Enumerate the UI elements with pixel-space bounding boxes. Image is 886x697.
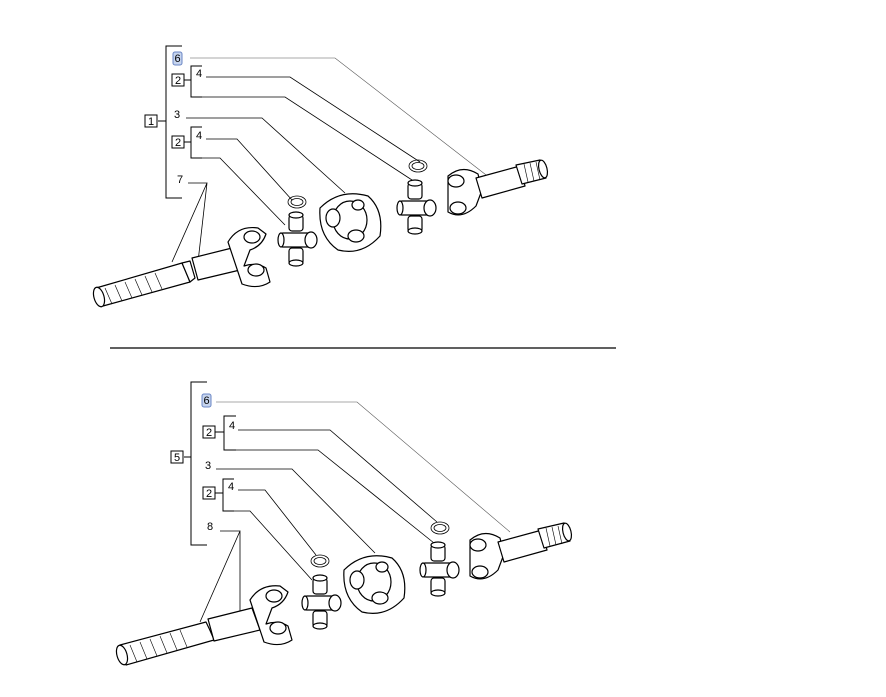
top-leader-3 xyxy=(186,117,346,194)
bottom-group-label-box[interactable] xyxy=(170,450,184,464)
top-leader-2a xyxy=(202,96,413,181)
top-leader-4b xyxy=(206,138,293,201)
top-yoke-shaft-right[interactable] xyxy=(447,159,549,216)
top-leader-6 xyxy=(190,57,491,179)
top-callout-6-highlight[interactable] xyxy=(172,51,183,66)
top-callout-6: 6 xyxy=(174,53,180,65)
top-assembly: 1 6 2 4 3 2 4 7 xyxy=(91,45,549,308)
bottom-leader-4b xyxy=(238,489,317,556)
top-leader-4a xyxy=(206,76,421,163)
top-callouts: 1 6 2 4 3 2 4 7 xyxy=(144,45,491,263)
bottom-leader-2b xyxy=(234,510,313,581)
bottom-universal-cross-2[interactable] xyxy=(419,541,460,597)
bottom-leader-8 xyxy=(199,530,241,623)
bottom-callout-6-highlight[interactable] xyxy=(201,393,212,408)
top-callout-2b: 2 xyxy=(175,137,181,149)
bottom-snap-ring-2[interactable] xyxy=(430,521,450,535)
bottom-assembly: 5 6 2 4 3 2 4 8 xyxy=(114,381,573,666)
bottom-group-bracket xyxy=(190,381,207,546)
top-snap-ring[interactable] xyxy=(287,195,307,209)
top-callout-4b: 4 xyxy=(196,130,202,142)
top-leader-2b xyxy=(202,157,286,226)
bottom-group-label: 5 xyxy=(174,452,180,464)
bottom-splined-shaft-left[interactable] xyxy=(114,621,215,666)
bottom-callout-3: 3 xyxy=(205,460,211,472)
top-callout-4a: 4 xyxy=(196,68,202,80)
bottom-center-coupling[interactable] xyxy=(343,555,406,614)
bottom-yoke-shaft[interactable] xyxy=(207,585,293,646)
bottom-leader-3 xyxy=(216,468,376,554)
bottom-callout-4b: 4 xyxy=(228,481,234,493)
bottom-callouts: 5 6 2 4 3 2 4 8 xyxy=(170,381,511,623)
bottom-universal-cross[interactable] xyxy=(301,574,342,630)
bottom-callout-4a: 4 xyxy=(229,420,235,432)
bottom-leader-4a xyxy=(238,429,438,523)
top-leader-7 xyxy=(171,182,208,263)
top-callout-3: 3 xyxy=(174,109,180,121)
bottom-callout-6: 6 xyxy=(203,395,209,407)
top-callout-2a: 2 xyxy=(175,75,181,87)
top-yoke-shaft[interactable] xyxy=(191,226,271,288)
top-universal-cross-2[interactable] xyxy=(396,179,437,235)
bottom-yoke-shaft-right[interactable] xyxy=(469,522,573,580)
top-center-coupling[interactable] xyxy=(319,193,382,252)
top-callout-7: 7 xyxy=(177,174,183,186)
top-splined-shaft-left[interactable] xyxy=(91,260,196,308)
top-group-label: 1 xyxy=(148,116,154,128)
bottom-callout-2a: 2 xyxy=(206,427,212,439)
top-universal-cross[interactable] xyxy=(277,211,318,267)
bottom-callout-2b: 2 xyxy=(206,488,212,500)
top-parts xyxy=(91,159,549,308)
bottom-leader-6 xyxy=(216,401,511,533)
bottom-parts xyxy=(114,521,573,666)
bottom-leader-2a xyxy=(236,449,435,544)
bottom-callout-8: 8 xyxy=(207,521,213,533)
bottom-snap-ring[interactable] xyxy=(310,554,330,568)
top-group-label-box[interactable] xyxy=(144,114,158,128)
top-snap-ring-2[interactable] xyxy=(408,159,428,173)
top-group-bracket xyxy=(165,45,182,199)
